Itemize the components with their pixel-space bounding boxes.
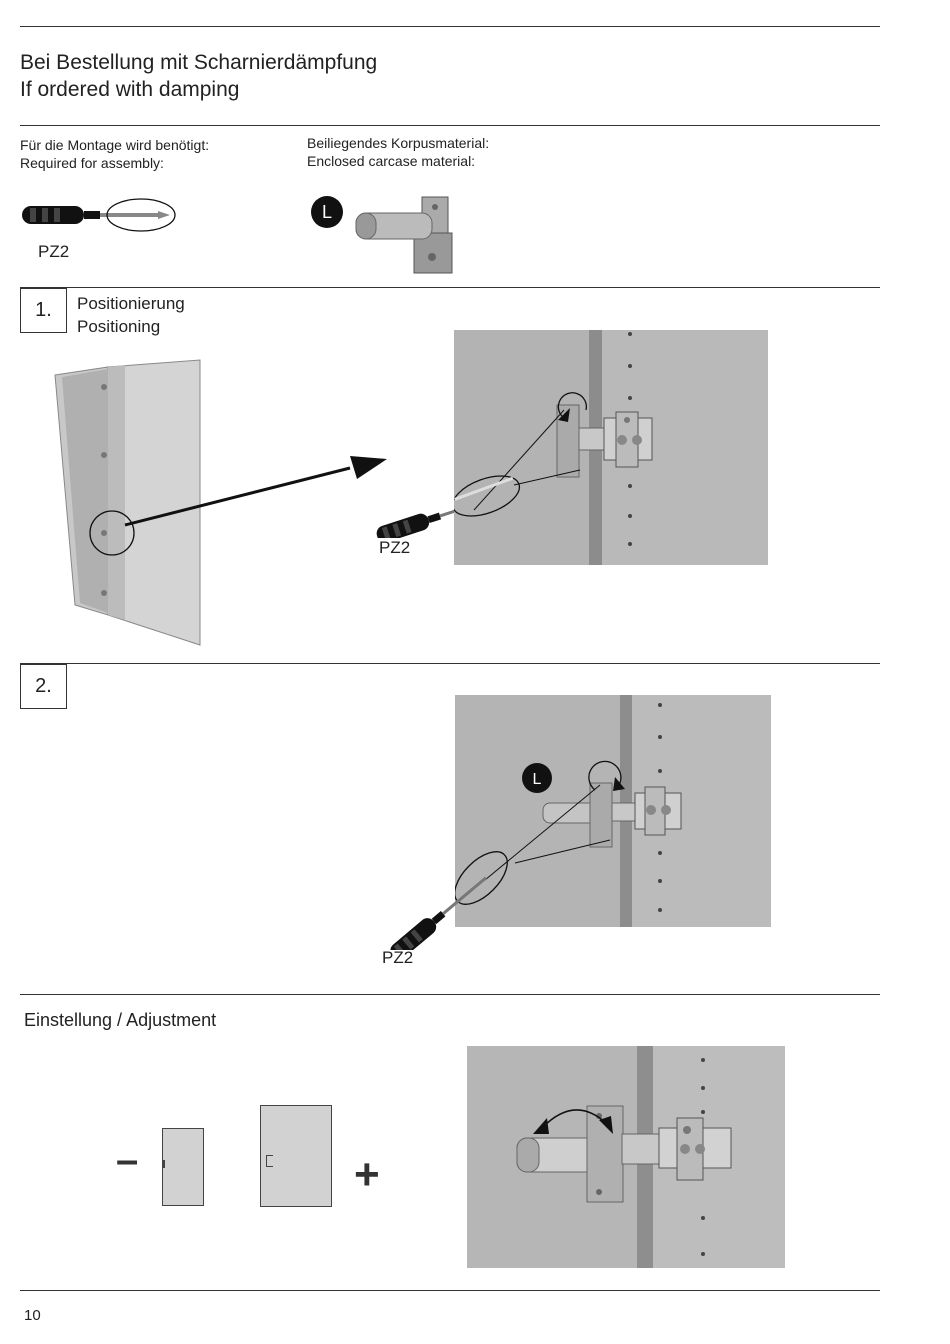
narrow-door-hinge-mark (162, 1160, 165, 1168)
material-en: Enclosed carcase material: (307, 152, 475, 170)
step1-photo (454, 330, 768, 565)
step1-rule (20, 287, 880, 288)
header-title-en: If ordered with damping (20, 77, 239, 103)
hinge-damper-icon (352, 195, 457, 277)
top-rule (20, 26, 880, 27)
header-title-de: Bei Bestellung mit Scharnierdämpfung (20, 50, 377, 76)
header-rule (20, 125, 880, 126)
narrow-door-icon (162, 1128, 204, 1206)
step1-tool-label: PZ2 (379, 538, 410, 558)
material-de: Beiliegendes Korpusmaterial: (307, 134, 489, 152)
step2-screwdriver-icon (378, 870, 518, 950)
minus-sign: – (116, 1140, 138, 1180)
page-number: 10 (24, 1307, 41, 1325)
plus-sign: + (354, 1153, 380, 1197)
tool-label: PZ2 (38, 242, 69, 262)
step2-tool-label: PZ2 (382, 948, 413, 968)
screwdriver-icon (20, 192, 180, 242)
adjustment-photo (467, 1046, 785, 1268)
step2-part-badge-l: L (533, 771, 542, 788)
adjustment-title: Einstellung / Adjustment (24, 1010, 216, 1031)
footer-rule (20, 1290, 880, 1291)
wide-door-hinge-mark (266, 1155, 273, 1167)
adjustment-rule (20, 994, 880, 995)
step2-rule (20, 663, 880, 664)
tools-required-en: Required for assembly: (20, 154, 164, 172)
part-badge-l: L (311, 196, 343, 228)
tools-required-de: Für die Montage wird benötigt: (20, 136, 209, 154)
cabinet-illustration (50, 355, 400, 655)
step1-title-en: Positioning (77, 317, 160, 337)
step2-number: 2. (20, 664, 67, 709)
step1-title-de: Positionierung (77, 294, 185, 314)
step1-number: 1. (20, 288, 67, 333)
